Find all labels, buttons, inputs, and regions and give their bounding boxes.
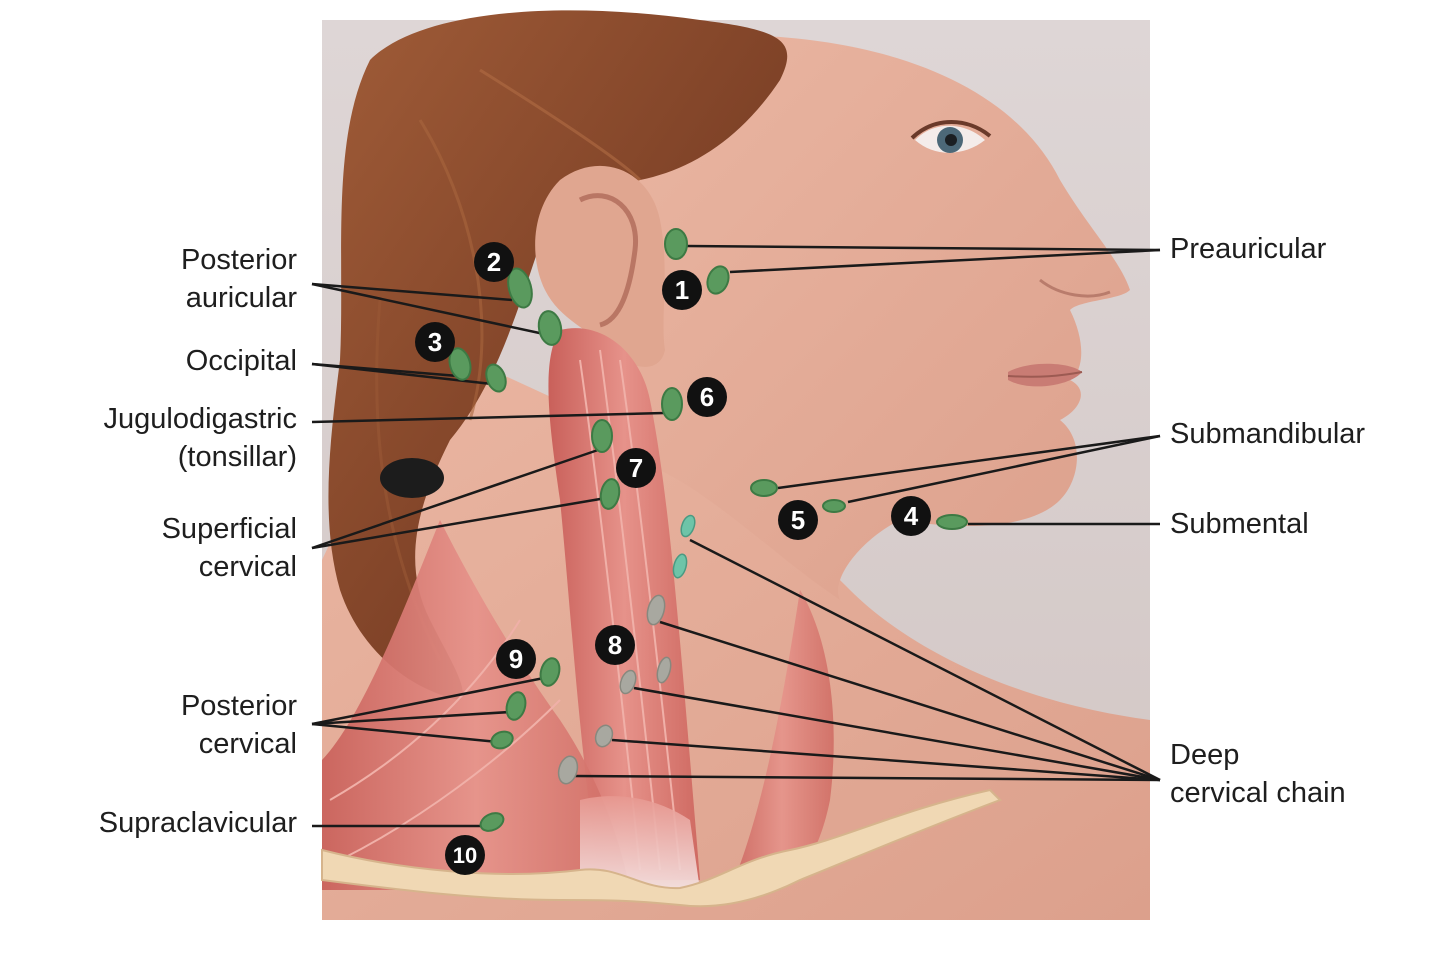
label-superficial-cervical: Superficial cervical [161, 513, 297, 583]
trapezius-muscle [322, 520, 630, 890]
badge-3: 3 [415, 322, 455, 362]
badge-6: 6 [687, 377, 727, 417]
lymph-node-posterior-cervical [505, 691, 527, 721]
lymph-node-posterior-cervical [539, 657, 561, 687]
label-submandibular: Submandibular [1170, 418, 1366, 450]
svg-text:7: 7 [629, 453, 643, 483]
lymph-node-deep-cervical [646, 594, 666, 626]
label-submental: Submental [1170, 508, 1309, 540]
pupil [945, 134, 957, 146]
lymph-node-occipital [485, 363, 507, 393]
muscle-fiber [619, 359, 681, 871]
hair-strand [479, 68, 642, 182]
ear-inner [578, 193, 639, 328]
svg-text:2: 2 [487, 247, 501, 277]
label-posterior-cervical: Posterior cervical [180, 690, 297, 760]
sternocleidomastoid-muscle [548, 328, 700, 880]
lymph-nodes [448, 228, 968, 832]
lymph-node-jugulodigastric [661, 387, 683, 421]
lymph-node-submental [936, 514, 968, 530]
hair [328, 10, 788, 701]
lymph-node-supraclavicular [479, 812, 505, 832]
svg-text:10: 10 [453, 843, 477, 868]
label-preauricular: Preauricular [1170, 233, 1327, 265]
lymph-node-deep-cervical [672, 553, 688, 579]
lymph-node-deep-cervical [680, 514, 696, 538]
label-occipital: Occipital [185, 345, 297, 377]
badge-2: 2 [474, 242, 514, 282]
lymph-node-deep-cervical [594, 724, 614, 748]
lymph-node-posterior-auricular [537, 310, 563, 346]
badge-1: 1 [662, 270, 702, 310]
tendon [580, 796, 700, 890]
lymph-node-posterior-cervical [490, 730, 514, 750]
muscle-fiber [339, 699, 561, 861]
lymph-node-deep-cervical [619, 669, 637, 695]
lymph-node-occipital [448, 347, 472, 381]
badge-9: 9 [496, 639, 536, 679]
scalene-muscle [730, 590, 834, 890]
lymph-node-preauricular [706, 265, 730, 295]
label-supraclavicular: Supraclavicular [98, 807, 297, 839]
lymph-node-deep-cervical [557, 755, 579, 785]
nostril [1039, 278, 1111, 298]
badge-4: 4 [891, 496, 931, 536]
badge-7: 7 [616, 448, 656, 488]
label-jugulodigastric: Jugulodigastric (tonsillar) [103, 403, 297, 473]
svg-text:3: 3 [428, 327, 442, 357]
badge-10: 10 [445, 835, 485, 875]
lip-line [1007, 371, 1083, 378]
eyelid [910, 120, 992, 140]
clavicle [321, 788, 1002, 908]
label-posterior-auricular: Posterior auricular [180, 244, 297, 314]
svg-text:4: 4 [904, 501, 919, 531]
lymph-node-deep-cervical [656, 656, 672, 684]
lymph-node-submandibular [750, 479, 778, 497]
lymph-node-preauricular [664, 228, 688, 260]
badge-8: 8 [595, 625, 635, 665]
svg-text:1: 1 [675, 275, 689, 305]
label-deep-cervical-chain: Deep cervical chain [1170, 739, 1346, 809]
lymph-node-submandibular [822, 499, 846, 513]
lymph-node-superficial-cervical [591, 419, 613, 453]
muscle-fiber [579, 359, 641, 871]
lymph-node-superficial-cervical [599, 478, 621, 510]
svg-text:6: 6 [700, 382, 714, 412]
hair-tie [380, 458, 444, 498]
lips [1008, 363, 1082, 387]
badge-5: 5 [778, 500, 818, 540]
badges: 1 2 3 4 5 6 7 [415, 242, 931, 875]
svg-text:8: 8 [608, 630, 622, 660]
svg-text:9: 9 [509, 644, 523, 674]
svg-text:5: 5 [791, 505, 805, 535]
lymph-node-posterior-auricular [507, 267, 533, 309]
